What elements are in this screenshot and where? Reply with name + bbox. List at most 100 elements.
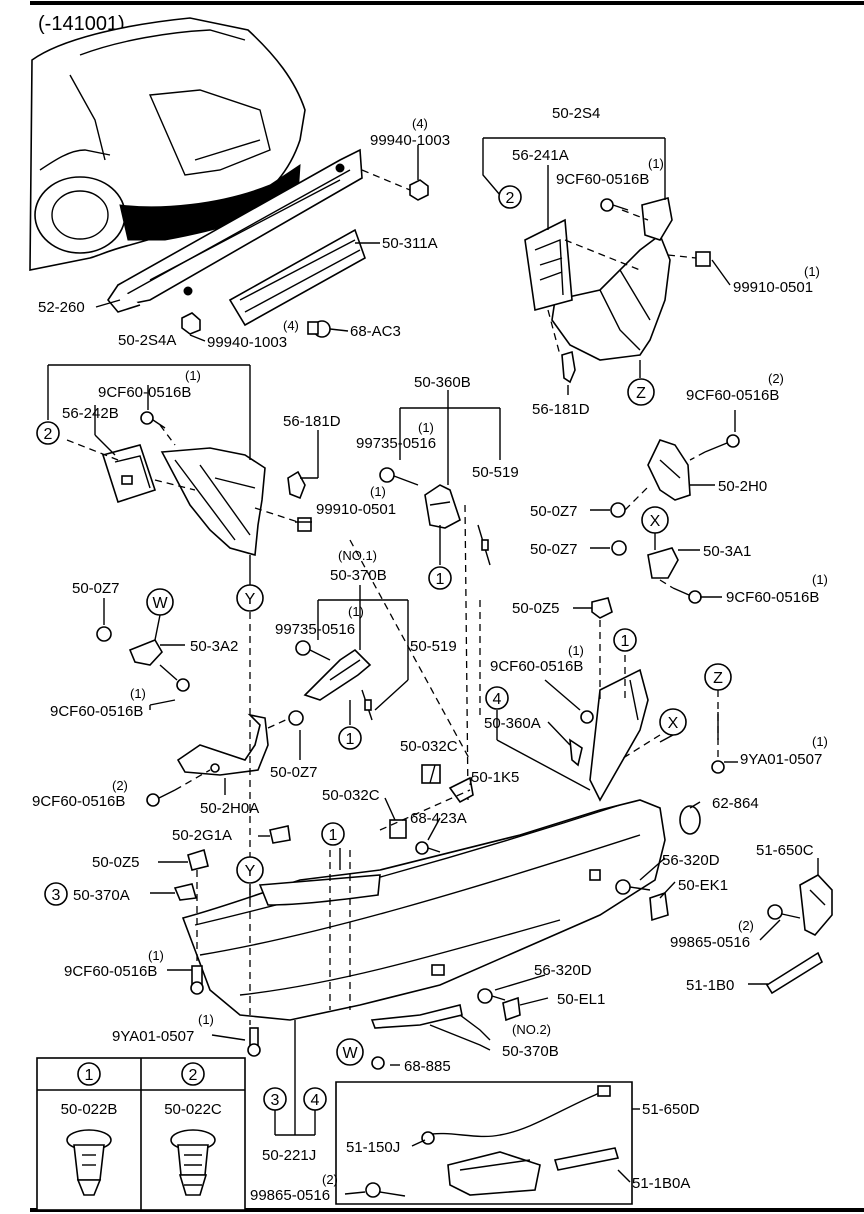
nut-50-0Z7-a	[610, 502, 626, 518]
nut-50-0Z5-top	[591, 597, 613, 619]
label-51-650D: 51-650D	[642, 1101, 700, 1118]
ref-4-mid: 4	[485, 686, 509, 710]
label-50-370A: 50-370A	[73, 887, 130, 904]
ref-1-top: 1	[428, 566, 452, 590]
label-56-241A: 56-241A	[512, 147, 569, 164]
qty-9CF60-L4: (1)	[148, 948, 164, 963]
screw-99865-a	[767, 904, 801, 920]
label-56-181D-R: 56-181D	[532, 401, 590, 418]
bracket-50-2G1A	[269, 825, 291, 844]
svg-text:2: 2	[506, 190, 515, 207]
svg-text:1: 1	[621, 633, 630, 650]
qty-9CF60-R2: (2)	[768, 371, 784, 386]
qty-99735-top: (1)	[418, 420, 434, 435]
qty-99910-L: (1)	[370, 484, 386, 499]
bracket-50-2H0A	[176, 713, 269, 776]
label-50-360A: 50-360A	[484, 715, 541, 732]
label-99865-b: 99865-0516	[250, 1187, 330, 1204]
rear-lamp-inset-frame	[335, 1081, 633, 1205]
label-99735-top: 99735-0516	[356, 435, 436, 452]
clip-50-032C-b	[389, 819, 407, 839]
qty-9CF60-L3: (2)	[112, 778, 128, 793]
label-56-320D-a: 56-320D	[662, 852, 720, 869]
nut-99940-1003-top	[409, 179, 429, 201]
qty-68-AC3: (4)	[283, 318, 299, 333]
ref-X-mid: X	[659, 708, 687, 736]
bracket-50-EK1	[649, 891, 669, 922]
bracket-50-3A1	[647, 547, 679, 579]
label-50-370B-top: 50-370B	[330, 567, 387, 584]
ref-W-top: W	[146, 588, 174, 616]
svg-text:X: X	[650, 513, 661, 530]
label-50-032C-a: 50-032C	[400, 738, 458, 755]
label-99865-a: 99865-0516	[670, 934, 750, 951]
screw-99865-b	[365, 1182, 406, 1198]
rear-reinforcement-beam	[107, 148, 363, 313]
label-9YA01-R: 9YA01-0507	[740, 751, 822, 768]
left-mudguard-assembly	[101, 444, 266, 557]
push-clip-50-022B-icon	[66, 1129, 112, 1196]
bracket-50-EL1	[502, 996, 521, 1022]
ref-W-lower: W	[336, 1038, 364, 1066]
clip-legend-table: 1 2 50-022B 50-022C	[36, 1057, 246, 1211]
screw-9cf60-c	[580, 710, 594, 724]
label-50-2H0: 50-2H0	[718, 478, 767, 495]
label-9CF60-R2: 9CF60-0516B	[686, 387, 779, 404]
cap-62-864	[679, 805, 701, 835]
label-51-650C: 51-650C	[756, 842, 814, 859]
clip-56-181D-r	[561, 350, 576, 384]
label-56-320D-b: 56-320D	[534, 962, 592, 979]
label-no1: (NO.1)	[338, 548, 377, 563]
leader-lines	[47, 137, 819, 1195]
svg-text:Y: Y	[245, 863, 256, 880]
ref-4-bottom: 4	[303, 1087, 327, 1111]
push-clip-50-022C-icon	[170, 1129, 216, 1196]
label-9CF60-R1: 9CF60-0516B	[556, 171, 649, 188]
svg-text:4: 4	[311, 1092, 320, 1109]
label-56-242B: 56-242B	[62, 405, 119, 422]
reflector-51-650C	[799, 873, 833, 936]
label-50-2S4: 50-2S4	[552, 105, 600, 122]
svg-text:3: 3	[52, 887, 61, 904]
screw-9cf60-r3	[672, 587, 702, 604]
svg-text:X: X	[668, 715, 679, 732]
legend-part-2: 50-022C	[164, 1101, 222, 1118]
nut-50-0Z7-d	[288, 710, 304, 726]
ref-1-mid: 1	[338, 726, 362, 750]
ref-3-bottom: 3	[263, 1087, 287, 1111]
qty-99865-b: (2)	[322, 1172, 338, 1187]
ref-1-right: 1	[613, 628, 637, 652]
label-50-0Z7-c: 50-0Z7	[72, 580, 120, 597]
label-99940-1003-bottom: 99940-1003	[207, 334, 287, 351]
qty-9YA01-L: (1)	[198, 1012, 214, 1027]
label-50-221J: 50-221J	[262, 1147, 316, 1164]
svg-text:Z: Z	[636, 385, 646, 402]
screw-9cf60-l2	[159, 664, 190, 692]
label-50-2H0A: 50-2H0A	[200, 800, 259, 817]
part-labels: (4) 99940-1003 50-311A 52-260 99940-1003…	[32, 105, 828, 1204]
svg-text:4: 4	[493, 691, 502, 708]
svg-text:1: 1	[329, 827, 338, 844]
svg-text:Z: Z	[713, 670, 723, 687]
label-9YA01-L: 9YA01-0507	[112, 1028, 194, 1045]
qty-9CF60-R3: (1)	[812, 572, 828, 587]
label-9CF60-L3: 9CF60-0516B	[32, 793, 125, 810]
legend-marker-2	[181, 1062, 205, 1086]
ref-Z-mid: Z	[704, 663, 732, 691]
clip-68-423A	[415, 841, 441, 855]
nut-50-0Z7-b	[611, 540, 627, 556]
label-51-1B0: 51-1B0	[686, 977, 734, 994]
label-50-1K5: 50-1K5	[471, 769, 519, 786]
pin-50-519-mid	[361, 689, 373, 721]
ref-Y-lower: Y	[236, 856, 264, 884]
ref-Z-top: Z	[627, 378, 655, 406]
legend-marker-1	[77, 1062, 101, 1086]
label-50-032C-b: 50-032C	[322, 787, 380, 804]
label-50-0Z7-a: 50-0Z7	[530, 503, 578, 520]
ref-2-right: 2	[498, 185, 522, 209]
clip-50-032C-a	[421, 764, 441, 784]
label-50-3A2: 50-3A2	[190, 638, 238, 655]
label-50-0Z5-top: 50-0Z5	[512, 600, 560, 617]
nut-50-0Z7-c	[96, 626, 112, 642]
label-99910-R: 99910-0501	[733, 279, 813, 296]
